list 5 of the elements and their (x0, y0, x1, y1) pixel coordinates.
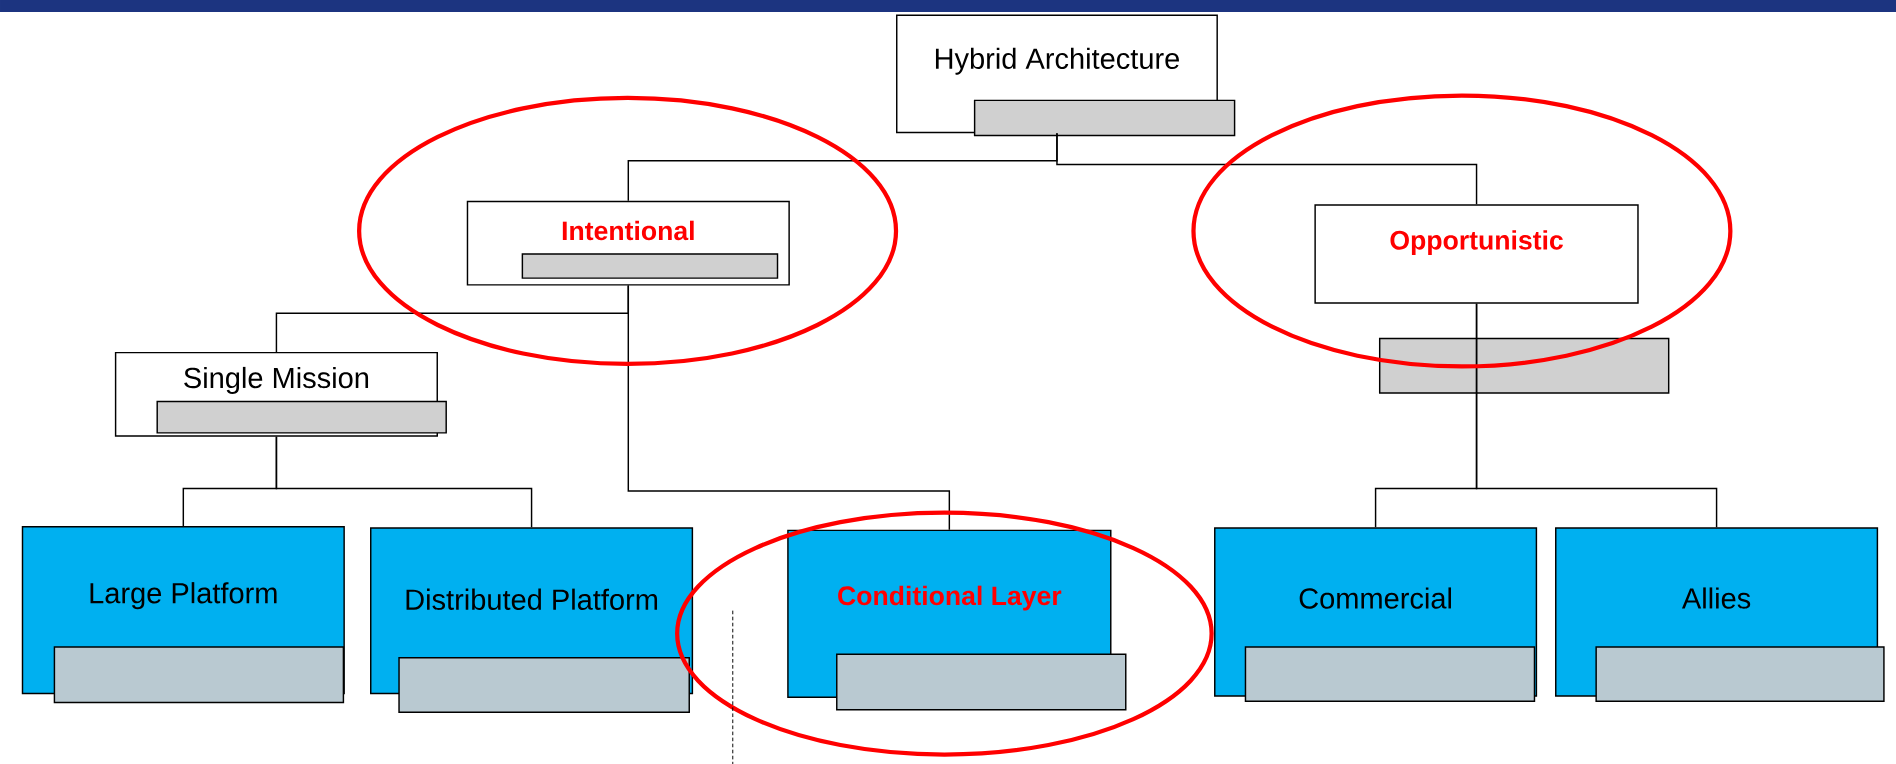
connector (627, 284, 951, 531)
connector (1056, 132, 1478, 205)
process-box: Opportunistic (1314, 204, 1639, 304)
connector (275, 435, 533, 528)
connector (1475, 302, 1718, 528)
